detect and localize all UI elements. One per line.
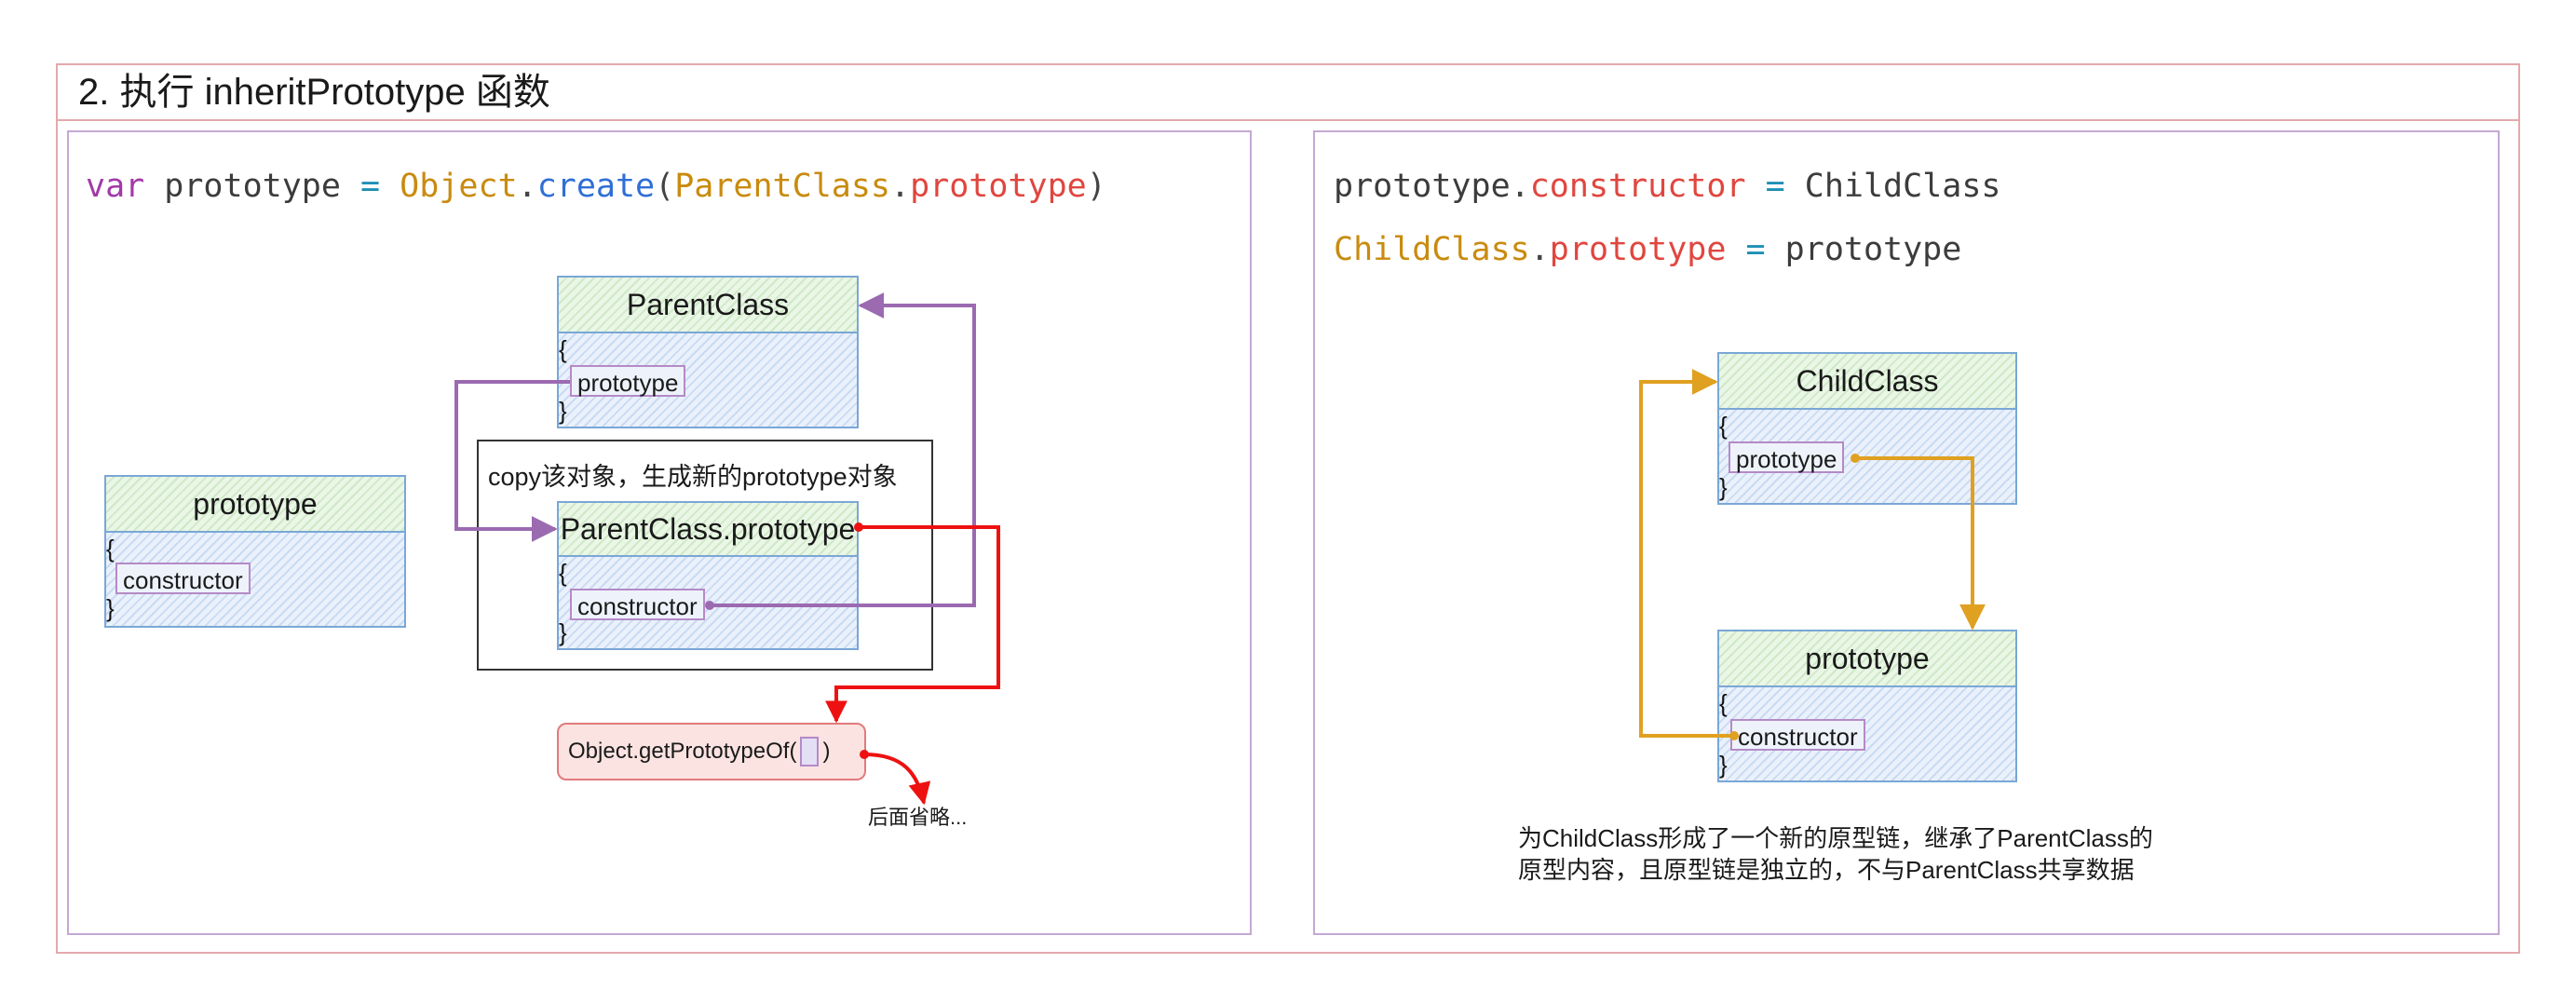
arrow-child-prototype-to-prototype <box>1851 454 1986 631</box>
brace-close: } <box>559 618 567 646</box>
field-prototype: prototype <box>570 365 686 397</box>
code-token: prototype <box>1765 231 1962 268</box>
prototype-box-title: prototype <box>1719 631 2015 687</box>
field-constructor: constructor <box>570 589 705 620</box>
code-token: . <box>517 168 537 205</box>
field-prototype: prototype <box>1729 441 1845 473</box>
code-token: constructor <box>1529 168 1746 205</box>
brace-open: { <box>1719 689 1728 717</box>
code-token: ) <box>1086 168 1106 205</box>
connector-dot <box>860 750 869 759</box>
field-constructor: constructor <box>115 563 251 594</box>
brace-open: { <box>559 559 567 587</box>
connector-dot <box>1851 454 1860 463</box>
arrow-get-prototype-of-continues <box>860 750 931 806</box>
brace-open: { <box>559 335 567 363</box>
code-token: ( <box>655 168 675 205</box>
parent-prototype-box: ParentClass.prototype <box>557 501 859 650</box>
func-close-paren: ) <box>822 739 831 764</box>
code-token: = <box>360 168 381 205</box>
note-line-2: 原型内容，且原型链是独立的，不与ParentClass共享数据 <box>1518 856 2135 884</box>
note-line-1: 为ChildClass形成了一个新的原型链，继承了ParentClass的 <box>1518 824 2153 852</box>
connector-dot <box>705 601 714 610</box>
code-token: var <box>86 168 145 205</box>
code-token: . <box>1510 168 1530 205</box>
brace-close: } <box>559 397 567 425</box>
code-token: = <box>1745 231 1766 268</box>
code-token: prototype <box>144 168 361 205</box>
get-prototype-of-box: Object.getPrototypeOf() <box>557 723 866 780</box>
code-token: ChildClass <box>1784 168 2001 205</box>
right-panel <box>1313 130 2500 935</box>
code-token: = <box>1765 168 1785 205</box>
brace-open: { <box>106 535 115 563</box>
brace-close: } <box>1719 473 1728 501</box>
code-line-create: var prototype = Object.create(ParentClas… <box>86 166 1106 207</box>
section-title: 2. 执行 inheritPrototype 函数 <box>78 72 550 113</box>
arrow-constructor-to-child-class <box>1639 369 1739 740</box>
arrow-prototype-to-parent-prototype <box>454 380 570 542</box>
connector-dot <box>1729 731 1739 740</box>
child-class-title: ChildClass <box>1719 354 2015 410</box>
code-token: prototype <box>1549 231 1727 268</box>
code-line-child-prototype: ChildClass.prototype = prototype <box>1334 229 1961 270</box>
header-divider <box>56 119 2520 121</box>
prototype-box-left: prototype <box>104 475 406 628</box>
code-token: . <box>1529 231 1550 268</box>
brace-open: { <box>1719 412 1728 440</box>
copy-group <box>477 440 933 671</box>
copy-label: copy该对象，生成新的prototype对象 <box>488 463 898 491</box>
code-token: Object <box>400 168 518 205</box>
parent-prototype-title: ParentClass.prototype <box>559 503 857 557</box>
prototype-box-title: prototype <box>106 477 404 533</box>
arrow-constructor-to-parent-class <box>705 292 976 610</box>
connector-dot <box>854 522 863 532</box>
parent-class-box: ParentClass <box>557 276 859 428</box>
code-token: prototype <box>1334 168 1511 205</box>
brace-close: } <box>106 594 115 622</box>
brace-close: } <box>1719 751 1728 779</box>
code-token: create <box>536 168 656 205</box>
parent-class-title: ParentClass <box>559 278 857 333</box>
arrow-parent-prototype-to-get-prototype-of <box>825 522 1000 724</box>
func-argument-slot <box>800 737 820 767</box>
code-token: ChildClass <box>1334 231 1530 268</box>
code-token: ParentClass <box>674 168 890 205</box>
field-constructor: constructor <box>1730 719 1865 751</box>
code-token: prototype <box>910 168 1087 205</box>
func-text: Object.getPrototypeOf( <box>568 739 797 764</box>
code-token: . <box>890 168 911 205</box>
omitted-label: 后面省略... <box>868 806 968 829</box>
code-line-constructor: prototype.constructor = ChildClass <box>1334 166 2000 207</box>
section-frame <box>56 63 2520 954</box>
